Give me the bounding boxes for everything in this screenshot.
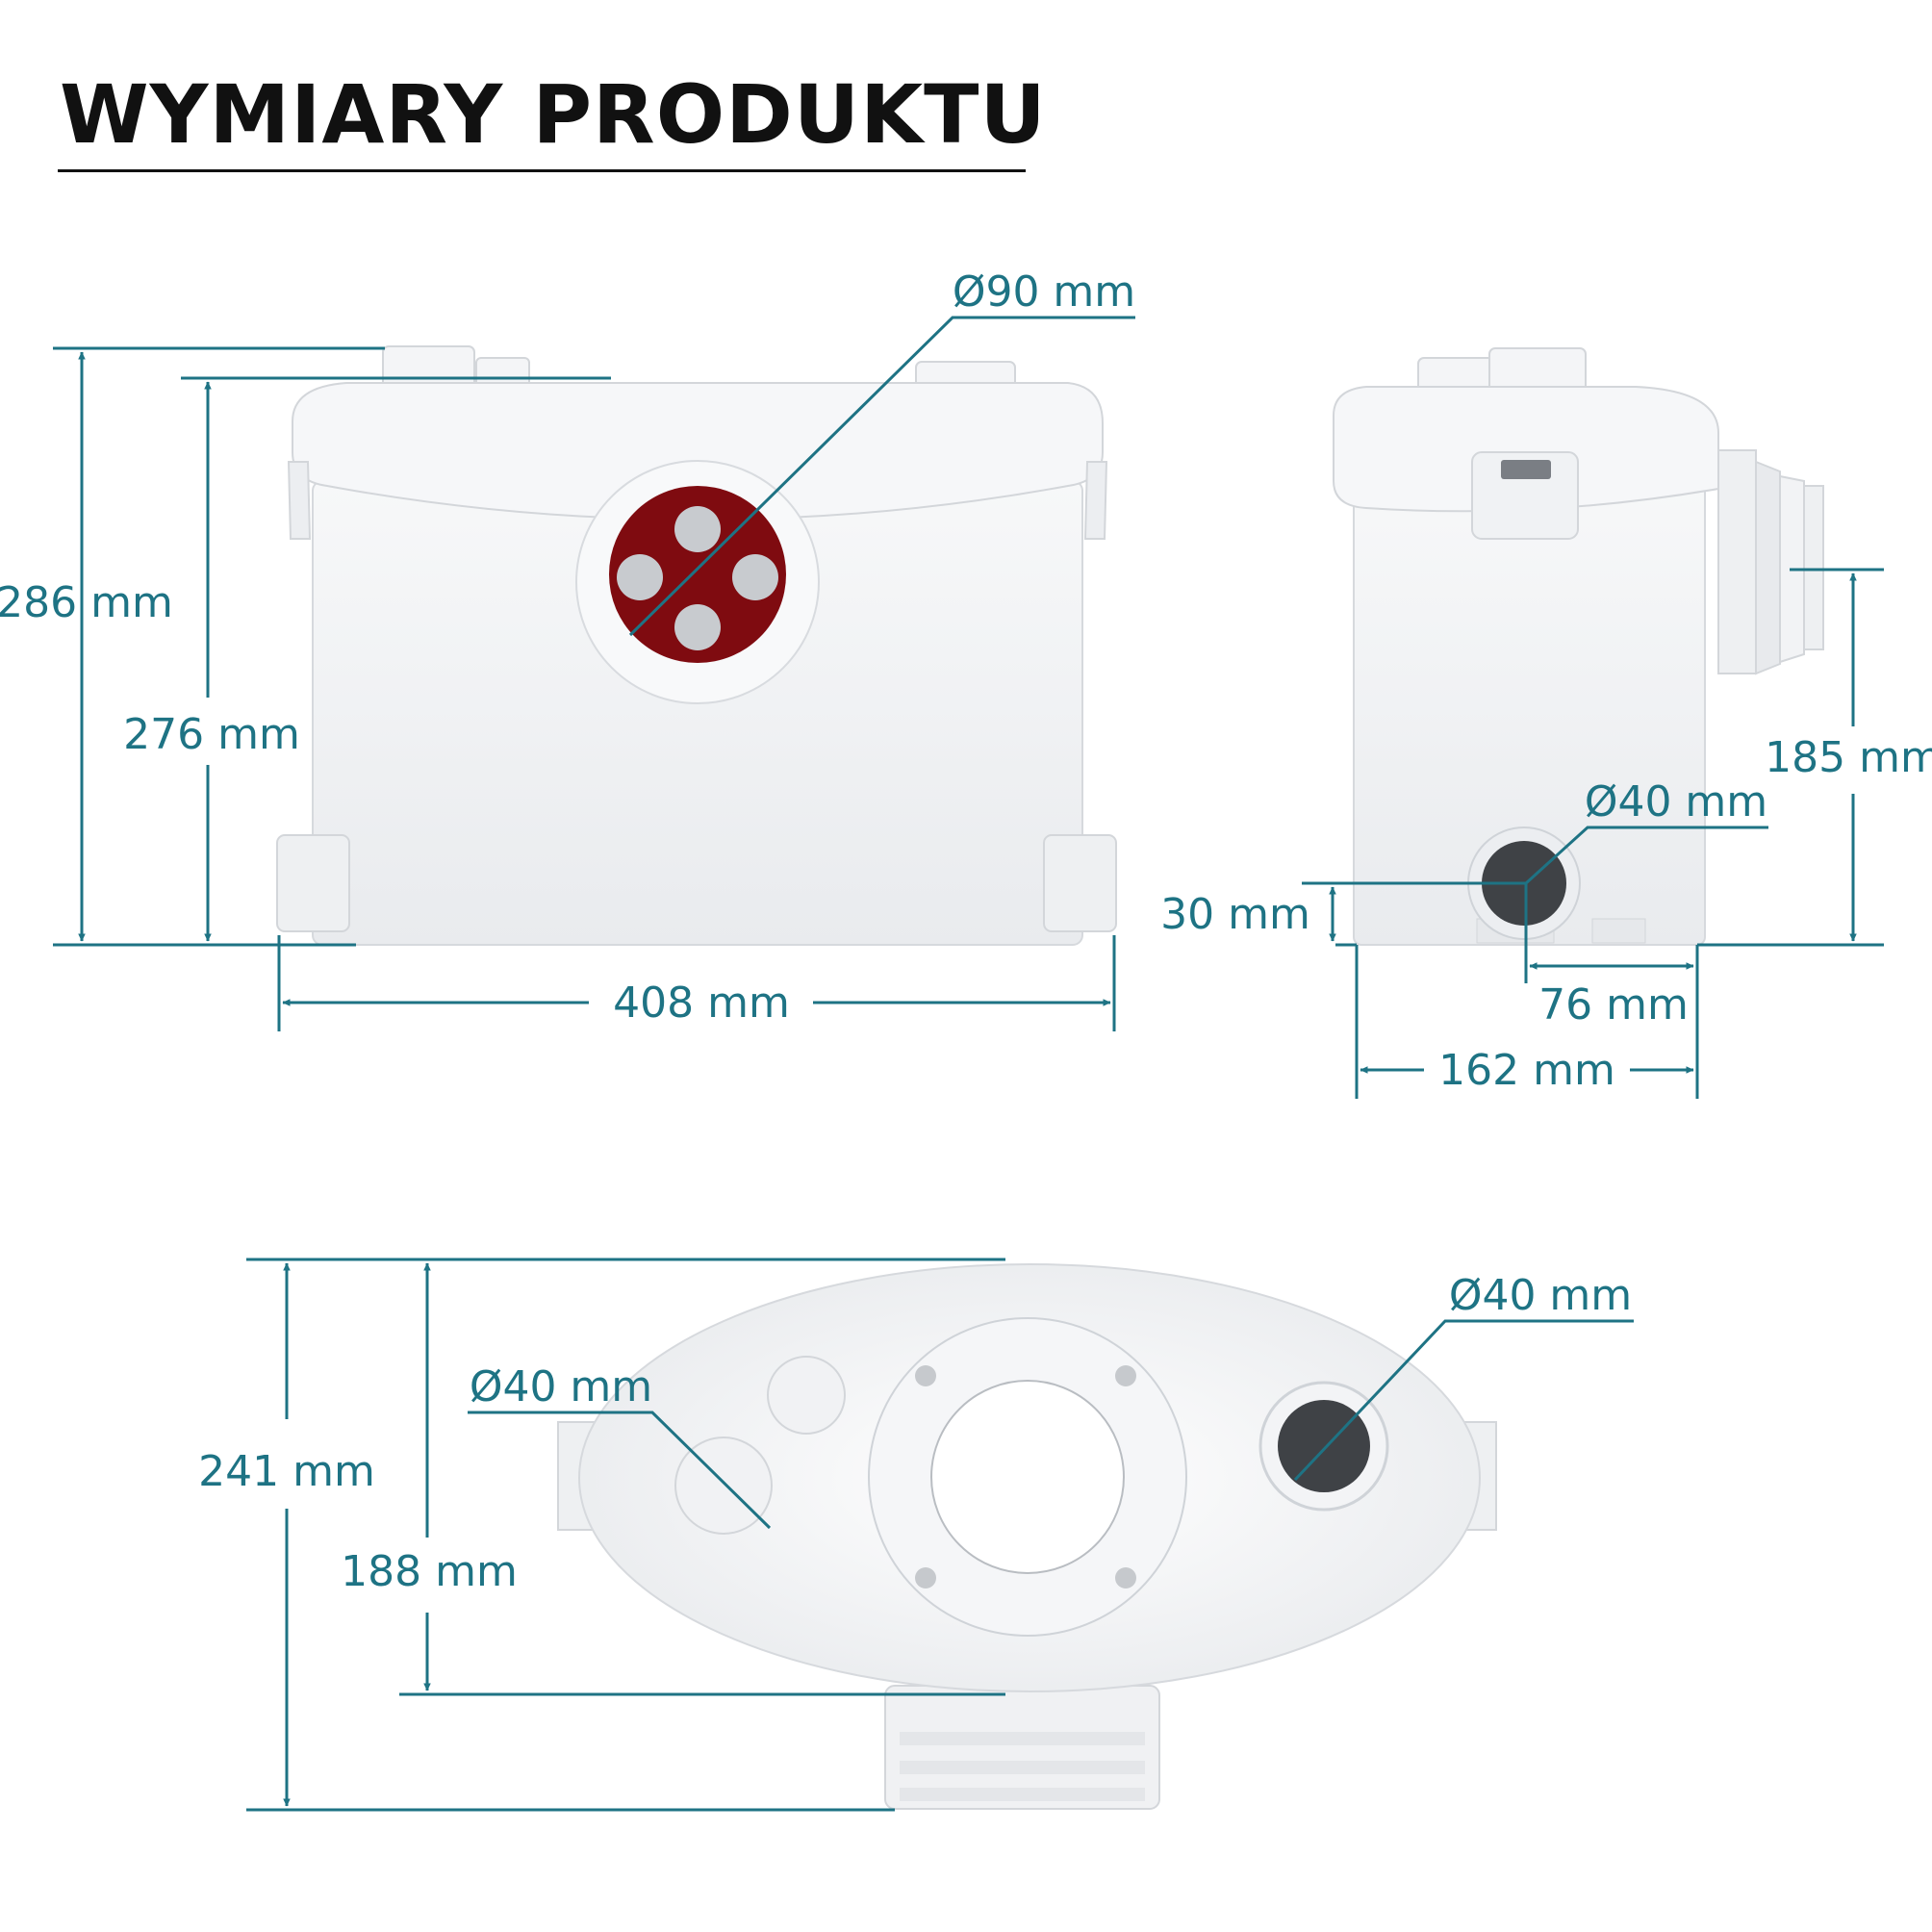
top-view: 241 mm 188 mm Ø40 mm Ø40 mm (198, 1258, 1634, 1812)
leader-90mm (628, 316, 1135, 637)
front-extension-lines (53, 346, 1116, 1031)
label-286mm: 286 mm (0, 578, 173, 627)
label-side-40mm: Ø40 mm (1585, 777, 1767, 826)
leader-side-40mm (1524, 826, 1768, 885)
label-inlet-90mm: Ø90 mm (953, 267, 1135, 317)
label-76mm: 76 mm (1538, 980, 1689, 1030)
title-underline (58, 169, 1026, 172)
label-162mm: 162 mm (1438, 1046, 1615, 1095)
side-pump-body (1333, 347, 1824, 946)
label-241mm: 241 mm (198, 1447, 375, 1496)
inlet-90mm (575, 460, 820, 704)
label-185mm: 185 mm (1765, 733, 1932, 782)
page-title: WYMIARY PRODUKTU (60, 67, 1047, 162)
leader-top-right-40mm (1293, 1319, 1634, 1482)
label-188mm: 188 mm (341, 1547, 518, 1596)
front-pump-body (276, 345, 1117, 946)
label-408mm: 408 mm (613, 979, 790, 1028)
label-top-left-40mm: Ø40 mm (470, 1362, 652, 1411)
side-extension-lines (1302, 568, 1884, 1099)
top-extension-lines (246, 1258, 1005, 1812)
label-top-right-40mm: Ø40 mm (1449, 1271, 1632, 1320)
label-276mm: 276 mm (123, 710, 300, 759)
label-30mm: 30 mm (1160, 890, 1310, 939)
side-view: 185 mm Ø40 mm 30 mm 76 mm 162 mm (1160, 347, 1932, 1099)
leader-top-left-40mm (468, 1411, 772, 1530)
top-pump-body (557, 1263, 1497, 1810)
front-view: 286 mm 276 mm 408 mm Ø90 mm (0, 267, 1135, 1031)
